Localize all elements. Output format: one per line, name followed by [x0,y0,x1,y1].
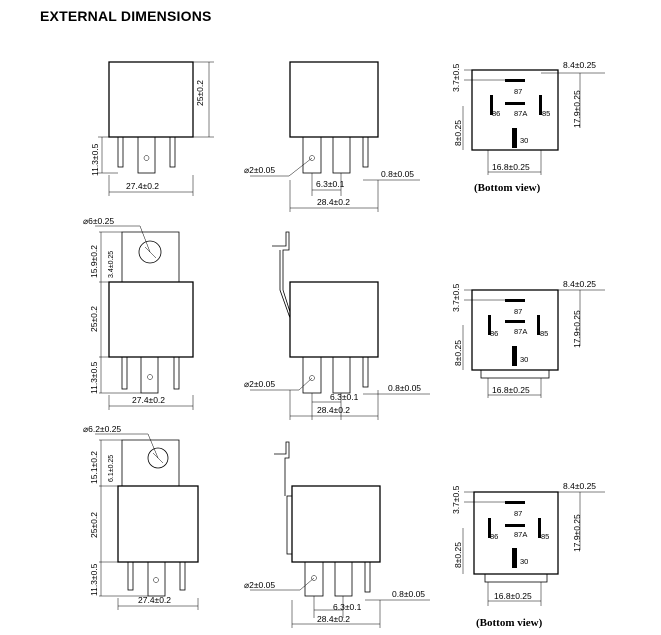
front-width-label: 27.4±0.2 [126,181,159,191]
side-hole-label-2: ⌀2±0.05 [244,379,275,389]
bottom-view-caption-3: (Bottom view) [476,617,543,629]
bottom-top-offset-label-3: 3.7±0.5 [451,485,461,514]
row-3: ⌀6.2±0.25 15.1±0.2 6.1±0.25 25±0.2 11.3±… [83,424,605,629]
pin-30-label-2: 30 [520,355,528,364]
row-1: 25±0.2 11.3±0.5 27.4±0.2 ⌀2±0.05 6 [90,60,605,212]
side-thickness-label-3: 0.8±0.05 [392,589,425,599]
front-height-label-2: 25±0.2 [89,306,99,332]
pin-87-label-3: 87 [514,509,522,518]
front-pin-length-label: 11.3±0.5 [90,143,100,176]
pin-86-label-2: 86 [490,329,498,338]
pin-86-label: 86 [492,109,500,118]
front-hole-label: ⌀6±0.25 [83,216,114,226]
front-height-label: 25±0.2 [195,80,205,106]
side-pitch-label: 6.3±0.1 [316,179,345,189]
bottom-view-3: 87 86 87A 85 30 3.7±0.5 8.4±0.25 17.9±0.… [451,481,605,629]
bottom-height-label-3: 17.9±0.25 [572,514,582,552]
side-pitch-label-2: 6.3±0.1 [330,392,359,402]
bottom-view-caption: (Bottom view) [474,182,541,194]
pin-87-label-2: 87 [514,307,522,316]
bottom-top-offset-label: 3.7±0.5 [451,63,461,92]
front-hole-label-3: ⌀6.2±0.25 [83,424,121,434]
pin-87a-label: 87A [514,109,527,118]
pin-87a-label-2: 87A [514,327,527,336]
bottom-left-height-label-2: 8±0.25 [453,340,463,366]
pin-30-label-3: 30 [520,557,528,566]
front-pin-length-label-2: 11.3±0.5 [89,361,99,394]
pin-85-label: 85 [542,109,550,118]
front-pin-length-label-3: 11.3±0.5 [89,563,99,596]
pin-85-label-3: 85 [541,532,549,541]
bottom-top-offset-label-2: 3.7±0.5 [451,283,461,312]
bottom-width-label-3: 16.8±0.25 [494,591,532,601]
bottom-height-label: 17.9±0.25 [572,90,582,128]
front-width-label-3: 27.4±0.2 [138,595,171,605]
pin-30-label: 30 [520,136,528,145]
pin-86-label-3: 86 [490,532,498,541]
front-bracket-height-label-3: 15.1±0.2 [89,451,99,484]
bottom-right-offset-label-2: 8.4±0.25 [563,279,596,289]
pin-87-label: 87 [514,87,522,96]
side-view-1: ⌀2±0.05 6.3±0.1 0.8±0.05 28.4±0.2 [244,61,420,212]
front-width-label-2: 27.4±0.2 [132,395,165,405]
side-hole-label: ⌀2±0.05 [244,165,275,175]
side-width-label-3: 28.4±0.2 [317,614,350,624]
front-bracket-height-label: 15.9±0.2 [89,245,99,278]
front-height-label-3: 25±0.2 [89,512,99,538]
side-width-label: 28.4±0.2 [317,197,350,207]
row-2: ⌀6±0.25 15.9±0.2 3.4±0.25 25±0.2 11.3±0.… [83,216,605,420]
front-view-1: 25±0.2 11.3±0.5 27.4±0.2 [90,61,214,196]
side-width-label-2: 28.4±0.2 [317,405,350,415]
bottom-right-offset-label-3: 8.4±0.25 [563,481,596,491]
side-thickness-label: 0.8±0.05 [381,169,414,179]
side-hole-label-3: ⌀2±0.05 [244,580,275,590]
page-title: EXTERNAL DIMENSIONS [40,8,212,24]
front-view-2: ⌀6±0.25 15.9±0.2 3.4±0.25 25±0.2 11.3±0.… [83,216,194,410]
front-bracket-inner-label: 3.4±0.25 [108,251,115,278]
bottom-width-label-2: 16.8±0.25 [492,385,530,395]
side-pitch-label-3: 6.3±0.1 [333,602,362,612]
pin-85-label-2: 85 [540,329,548,338]
bottom-view-2: 87 86 87A 85 30 3.7±0.5 8.4±0.25 17.9±0.… [451,279,605,398]
bottom-view-1: 87 86 87A 85 30 3.7±0.5 8.4±0.25 17.9±0.… [451,60,605,194]
side-view-2: ⌀2±0.05 6.3±0.1 0.8±0.05 28.4±0.2 [244,231,430,420]
bottom-height-label-2: 17.9±0.25 [572,310,582,348]
bottom-width-label: 16.8±0.25 [492,162,530,172]
front-bracket-inner-label-3: 6.1±0.25 [108,455,115,482]
bottom-left-height-label: 8±0.25 [453,120,463,146]
bottom-left-height-label-3: 8±0.25 [453,542,463,568]
side-thickness-label-2: 0.8±0.05 [388,383,421,393]
bottom-right-offset-label: 8.4±0.25 [563,60,596,70]
pin-87a-label-3: 87A [514,530,527,539]
side-view-3: ⌀2±0.05 6.3±0.1 0.8±0.05 28.4±0.2 [244,441,430,628]
front-view-3: ⌀6.2±0.25 15.1±0.2 6.1±0.25 25±0.2 11.3±… [83,424,199,610]
